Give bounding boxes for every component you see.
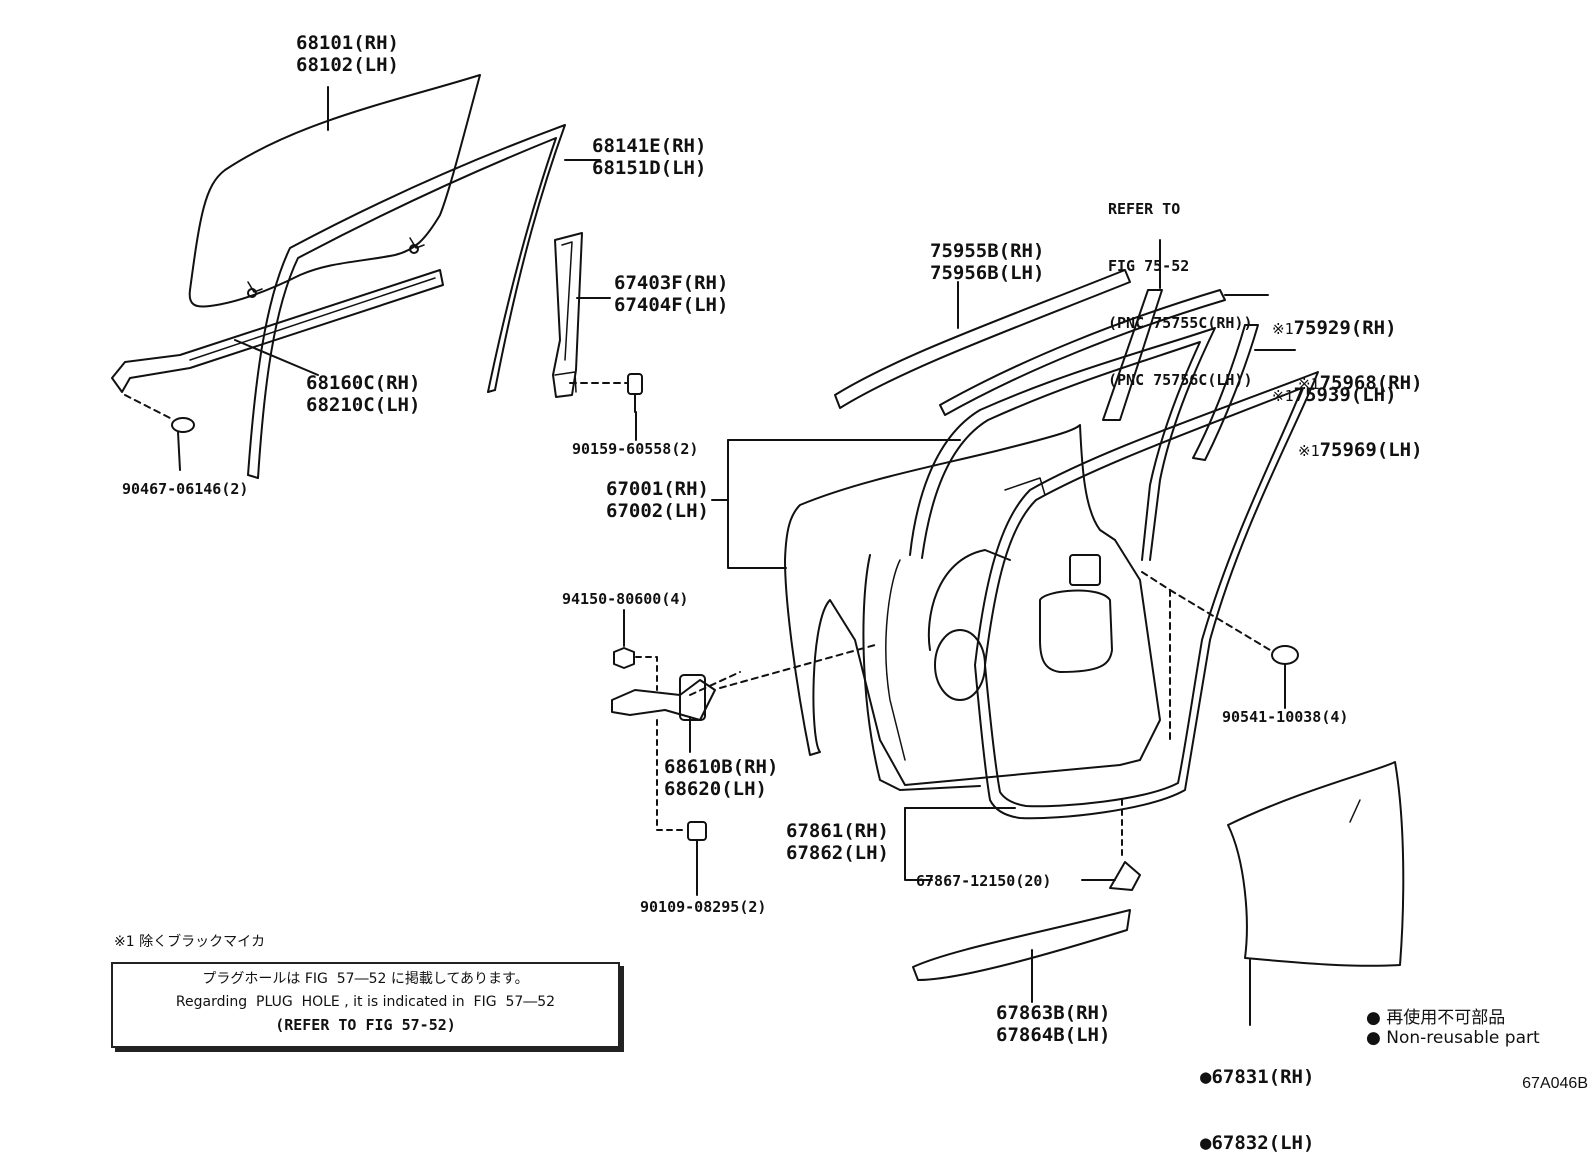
plug-hole-note: プラグホールは FIG 57―52 に掲載してあります。 Regarding P…	[111, 962, 620, 1048]
door-frame-drawing	[910, 328, 1215, 560]
legend-en-row: ● Non-reusable part	[1366, 1028, 1540, 1048]
exploded-parts-diagram	[0, 0, 1592, 1099]
legend-bullet: ●	[1366, 1008, 1381, 1028]
bolt-check-upper-drawing	[614, 610, 634, 668]
dash-clip	[125, 395, 170, 418]
dash-plug-2	[1170, 590, 1270, 650]
note-ref: (REFER TO FIG 57-52)	[275, 1016, 456, 1034]
leader-belt	[235, 340, 318, 375]
label-clip-weatherstrip: 67867-12150(20)	[916, 872, 1052, 890]
window-glass-drawing	[190, 75, 480, 307]
frame-moulding-drawing	[940, 290, 1225, 415]
dash-check-lower	[657, 720, 682, 830]
door-moulding-lower-drawing	[913, 910, 1130, 980]
door-outer-belt-drawing	[112, 270, 443, 392]
dash-plug	[1142, 572, 1170, 590]
label-division-bar: 67403F(RH)67404F(LH)	[614, 272, 729, 316]
label-run-channel: 68141E(RH)68151D(LH)	[592, 135, 707, 179]
label-door-panel: 67001(RH)67002(LH)	[606, 478, 709, 522]
plug-drawing	[1272, 646, 1298, 708]
refer-note: REFER TO FIG 75-52 (PNC 75755C(RH)) (PNC…	[1108, 200, 1253, 389]
label-belt-moulding: 75955B(RH)75956B(LH)	[930, 240, 1045, 284]
footnote: ※1 除くブラックマイカ	[114, 934, 266, 950]
clip-weatherstrip-drawing	[1110, 862, 1140, 890]
door-panel-drawing	[785, 425, 1160, 790]
label-window-glass: 68101(RH)68102(LH)	[296, 32, 399, 76]
screw-division-drawing	[628, 374, 642, 440]
label-screw-division: 90159-60558(2)	[572, 440, 699, 458]
door-weatherstrip-drawing	[975, 372, 1318, 818]
belt-moulding-drawing	[835, 270, 1130, 408]
clip-belt-drawing	[172, 418, 194, 470]
legend-jp-row: ● 再使用不可部品	[1366, 1008, 1506, 1028]
rear-moulding-drawing	[1193, 325, 1258, 460]
label-door-check: 68610B(RH)68620(LH)	[664, 756, 779, 800]
bolt-check-lower-drawing	[688, 822, 706, 895]
label-door-outer-belt: 68160C(RH)68210C(LH)	[306, 372, 421, 416]
label-service-hole-cover: ●67831(RH) ●67832(LH)	[1200, 1066, 1315, 1154]
dash-check	[720, 645, 875, 688]
bracket-weatherstrip	[905, 808, 932, 880]
label-plug: 90541-10038(4)	[1222, 708, 1349, 726]
run-channel-drawing	[248, 125, 565, 478]
label-door-moulding-lower: 67863B(RH)67864B(LH)	[996, 1002, 1111, 1046]
label-door-weatherstrip: 67861(RH)67862(LH)	[786, 820, 889, 864]
division-bar-drawing	[553, 233, 582, 397]
label-clip-belt: 90467-06146(2)	[122, 480, 249, 498]
figure-code: 67A046B	[1522, 1075, 1588, 1092]
label-bolt-check-lower: 90109-08295(2)	[640, 898, 767, 916]
service-hole-cover-drawing	[1228, 762, 1403, 966]
dash-check-upper	[636, 657, 657, 690]
refer-bracket-drawing	[1103, 290, 1162, 420]
door-check-drawing	[612, 672, 740, 720]
non-reusable-bullet: ●	[1200, 1066, 1212, 1088]
note-en: Regarding PLUG HOLE , it is indicated in…	[175, 994, 556, 1010]
note-jp: プラグホールは FIG 57―52 に掲載してあります。	[202, 971, 529, 987]
non-reusable-bullet: ●	[1200, 1132, 1212, 1154]
legend-bullet: ●	[1366, 1028, 1381, 1048]
label-bolt-check-upper: 94150-80600(4)	[562, 590, 689, 608]
bracket-door	[728, 440, 786, 568]
label-frame-moulding: ※175929(RH) ※175939(LH)	[1272, 317, 1397, 406]
label-rear-moulding: ※175968(RH) ※175969(LH)	[1298, 372, 1423, 461]
